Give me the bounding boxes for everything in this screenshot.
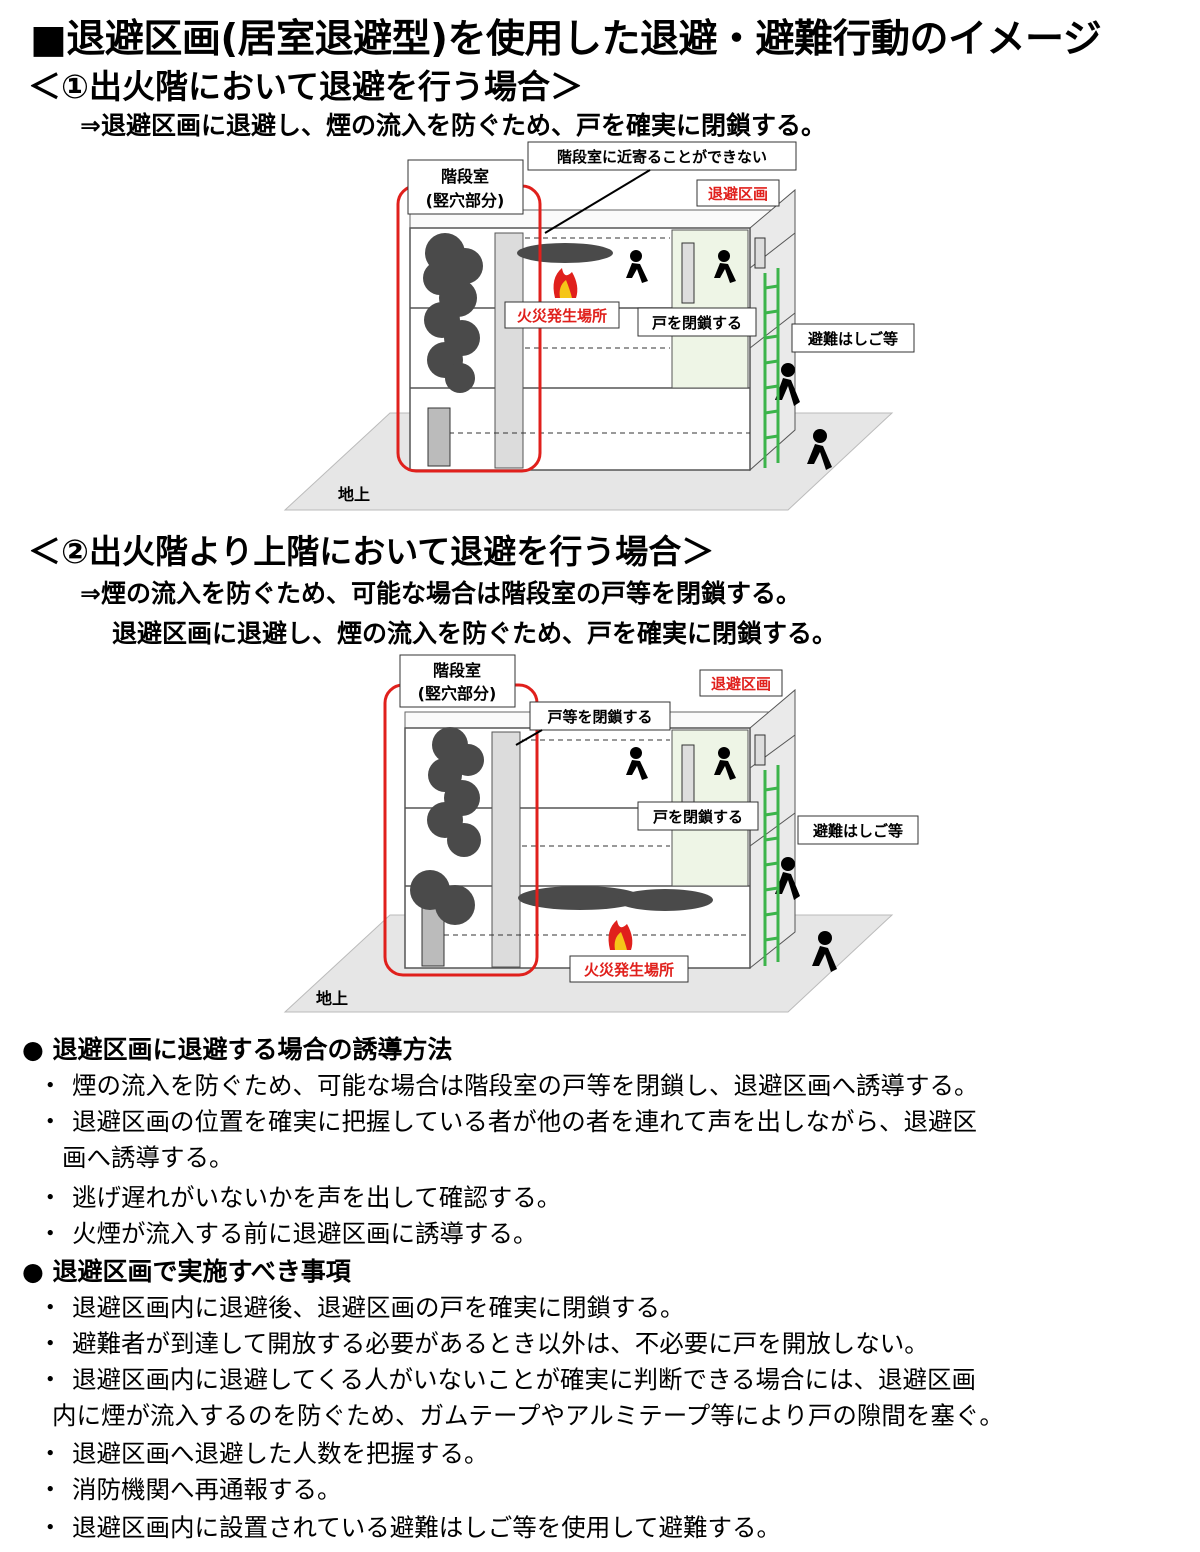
smoke-stair [410,727,484,925]
stair-sub-label: (竪穴部分) [418,684,497,703]
ladder-label: 避難はしご等 [813,822,903,840]
refuge-label: 退避区画 [708,185,768,203]
diagram-fire-floor: 地上 階段 [283,141,915,511]
ladder-icon [763,765,780,966]
action-item: ・消防機関へ再通報する。 [38,1475,342,1504]
section2-heading: ＜②出火階より上階において退避を行う場合＞ [28,532,715,571]
person-icon [626,747,837,972]
section2-note2: 退避区画に退避し、煙の流入を防ぐため、戸を確実に閉鎖する。 [112,619,838,648]
action-item-cont: 内に煙が流入するのを防ぐため、ガムテープやアルミテープ等により戸の隙間を塞ぐ。 [52,1401,1004,1430]
close-door-label: 戸を閉鎖する [653,808,743,826]
guidance-item: ・逃げ遅れがいないかを声を出して確認する。 [38,1183,562,1212]
ladder-label: 避難はしご等 [808,330,898,348]
guidance-item-cont: 画へ誘導する。 [62,1143,234,1172]
close-door-label: 戸を閉鎖する [652,314,742,332]
close-stair-door-label: 戸等を閉鎖する [547,708,652,726]
action-item: ・退避区画内に退避後、退避区画の戸を確実に閉鎖する。 [38,1293,685,1322]
action-item: ・退避区画へ退避した人数を把握する。 [38,1439,489,1468]
ground-label: 地上 [338,485,370,504]
action-item: ・退避区画内に退避してくる人がいないことが確実に判断できる場合には、退避区画 [38,1365,977,1394]
fire-icon [608,920,633,950]
fire-label: 火災発生場所 [584,961,674,979]
cannot-approach-label: 階段室に近寄ることができない [557,148,767,166]
stair-sub-label: (竪穴部分) [426,191,505,210]
smoke-room [517,243,613,263]
guidance-heading: ● 退避区画に退避する場合の誘導方法 [22,1035,453,1064]
diagram-upper-floor: 地上 階段室 (竪穴部分) 戸等を閉鎖する 退避区画 [283,654,919,1013]
action-item: ・退避区画内に設置されている避難はしご等を使用して避難する。 [38,1513,782,1542]
fire-icon [553,268,578,298]
smoke-stair [423,233,483,393]
section1-note: ⇒退避区画に退避し、煙の流入を防ぐため、戸を確実に閉鎖する。 [80,111,826,140]
actions-heading: ● 退避区画で実施すべき事項 [22,1257,351,1286]
section2-note1: ⇒煙の流入を防ぐため、可能な場合は階段室の戸等を閉鎖する。 [80,579,801,608]
refuge-label: 退避区画 [711,675,771,693]
action-item: ・避難者が到達して開放する必要があるとき以外は、不必要に戸を開放しない。 [38,1329,929,1358]
stair-label: 階段室 [433,661,481,680]
guidance-item: ・退避区画の位置を確実に把握している者が他の者を連れて声を出しながら、退避区 [38,1107,978,1136]
guidance-item: ・火煙が流入する前に退避区画に誘導する。 [38,1219,538,1248]
page-title: ■退避区画(居室退避型)を使用した退避・避難行動のイメージ [30,17,1102,62]
section1-heading: ＜①出火階において退避を行う場合＞ [28,67,583,106]
ground-label: 地上 [316,989,348,1008]
guidance-item: ・煙の流入を防ぐため、可能な場合は階段室の戸等を閉鎖し、退避区画へ誘導する。 [38,1071,979,1100]
smoke-room [518,886,713,911]
fire-label: 火災発生場所 [517,307,607,325]
person-icon [626,250,832,470]
stair-label: 階段室 [441,167,489,186]
ladder-icon [763,268,780,468]
